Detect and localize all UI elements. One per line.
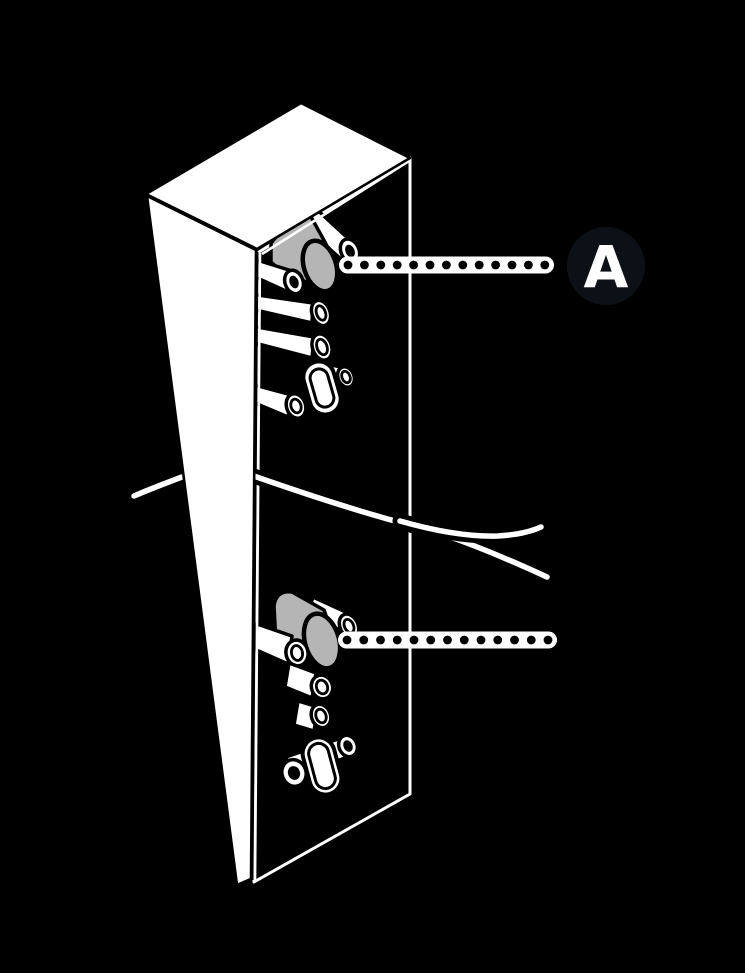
port-ring — [282, 268, 306, 296]
panel-side-face — [145, 194, 258, 887]
tube — [283, 661, 318, 700]
callout-a-label: A — [584, 233, 629, 301]
port-ring — [336, 733, 360, 759]
port-ring — [309, 298, 333, 328]
oval-port — [301, 359, 343, 417]
connector-cluster-upper — [248, 204, 362, 420]
callout-a-badge — [567, 227, 645, 305]
port-ring — [309, 702, 333, 730]
connector-a-face — [300, 238, 340, 294]
port-ring — [335, 365, 357, 389]
callout-b — [338, 631, 557, 649]
callout-a-dots — [343, 260, 550, 270]
connector-cluster-lower — [252, 590, 361, 797]
port-ring — [310, 332, 334, 362]
callout-a: A — [339, 227, 645, 305]
port-ring — [309, 673, 335, 701]
port-ring — [284, 392, 308, 420]
port-ring — [280, 757, 308, 789]
cable — [126, 466, 555, 585]
panel-top-face — [144, 101, 412, 251]
callout-b-dots — [342, 635, 553, 645]
